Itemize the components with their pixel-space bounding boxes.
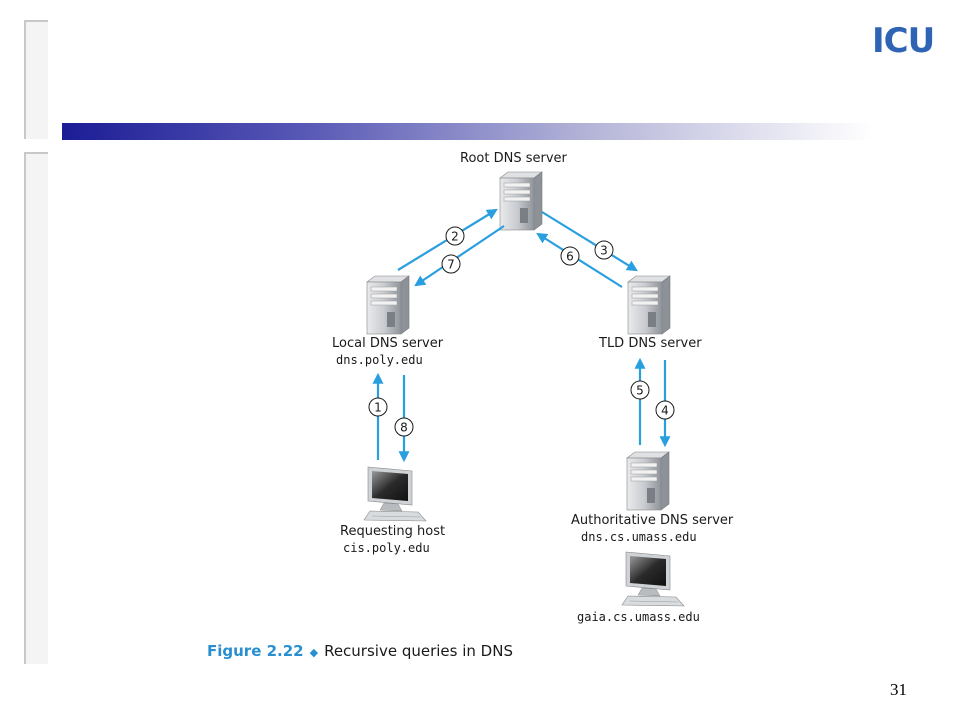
arrow-3: [541, 211, 638, 272]
header-gradient-band: [62, 123, 872, 140]
svg-text:4: 4: [661, 404, 669, 418]
root-server-label: Root DNS server: [460, 151, 567, 166]
requesting-host-hostname: cis.poly.edu: [343, 541, 430, 555]
authoritative-server-hostname: dns.cs.umass.edu: [581, 530, 697, 544]
svg-text:2: 2: [451, 230, 459, 244]
figure-caption-text: Recursive queries in DNS: [324, 642, 513, 660]
left-decoration-bar-top: [24, 20, 48, 139]
svg-text:5: 5: [636, 384, 644, 398]
step-marker-6: 6: [560, 246, 580, 266]
local-server-icon: [366, 275, 410, 335]
left-decoration-bar-bottom: [24, 152, 48, 664]
step-marker-7: 7: [441, 254, 461, 274]
svg-text:3: 3: [600, 244, 608, 258]
figure-caption: Figure 2.22 ◆ Recursive queries in DNS: [207, 642, 513, 660]
step-marker-8: 8: [394, 417, 414, 437]
root-server-icon: [499, 171, 543, 231]
page-number: 31: [890, 680, 907, 699]
icu-logo: ICU: [872, 21, 935, 56]
svg-text:6: 6: [566, 250, 574, 264]
step-marker-4: 4: [655, 400, 675, 420]
local-server-label: Local DNS server: [332, 336, 444, 351]
requesting-host-label: Requesting host: [340, 524, 446, 539]
requesting-host-computer-icon: [363, 466, 427, 522]
tld-server-icon: [627, 275, 671, 335]
arrow-6: [536, 232, 623, 288]
target-host-computer-icon: [621, 551, 685, 607]
step-marker-5: 5: [630, 380, 650, 400]
local-server-hostname: dns.poly.edu: [336, 353, 423, 367]
svg-text:1: 1: [374, 401, 382, 415]
step-marker-1: 1: [368, 397, 388, 417]
step-marker-3: 3: [594, 240, 614, 260]
svg-text:8: 8: [400, 421, 408, 435]
caption-diamond-icon: ◆: [309, 646, 319, 659]
step-marker-2: 2: [445, 226, 465, 246]
target-host-hostname: gaia.cs.umass.edu: [577, 610, 700, 624]
authoritative-server-label: Authoritative DNS server: [571, 513, 734, 528]
tld-server-label: TLD DNS server: [599, 336, 702, 351]
svg-text:7: 7: [447, 258, 455, 272]
arrow-7: [414, 225, 505, 287]
figure-number: Figure 2.22: [207, 642, 304, 660]
authoritative-server-icon: [626, 451, 670, 511]
logo-text: ICU: [872, 21, 934, 56]
query-arrows: [372, 208, 671, 463]
